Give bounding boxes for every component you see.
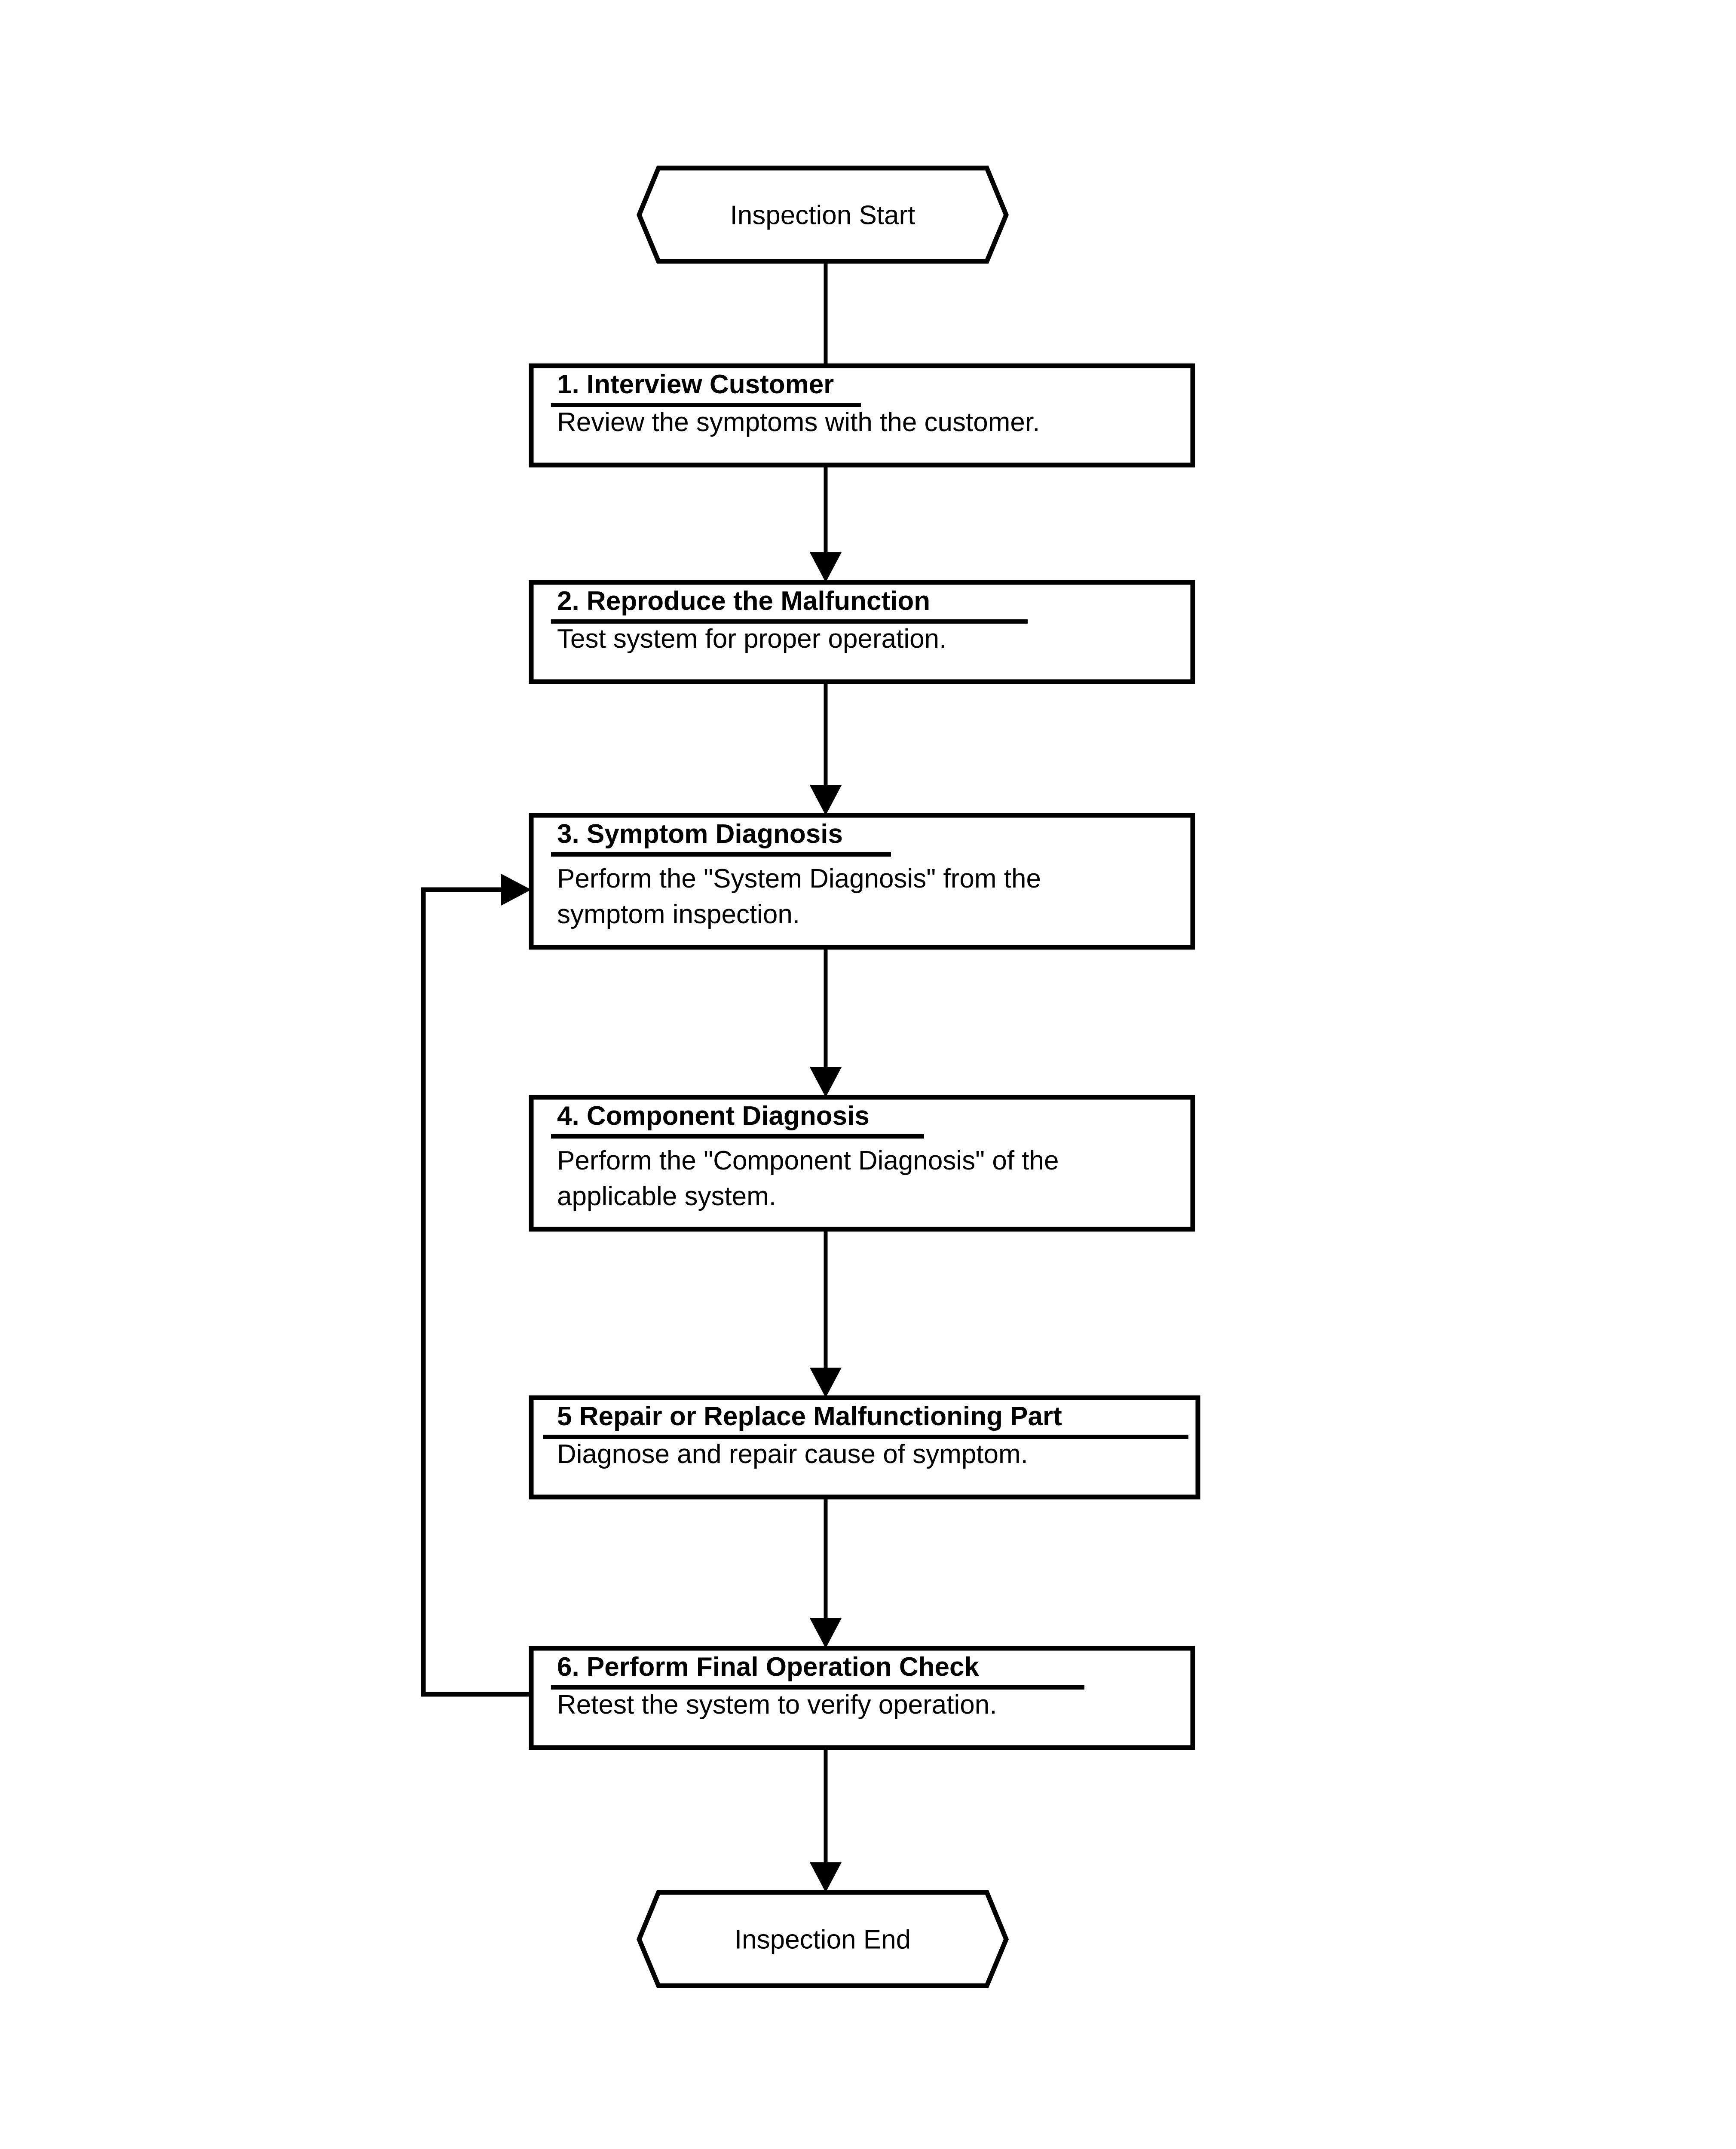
arrowhead-down-icon (810, 1618, 842, 1648)
start-hexagon-shape (637, 165, 1009, 264)
step-5-box (529, 1395, 1200, 1500)
node-step-1[interactable]: 1. Interview Customer Review the symptom… (529, 363, 1195, 468)
step-3-body-line-1: Perform the "System Diagnosis" from the (557, 864, 1041, 894)
connector-step-1-to-step-2 (810, 465, 842, 582)
step-6-title: 6. Perform Final Operation Check (557, 1652, 979, 1682)
connector-feedback-step-6-to-step-3 (421, 874, 531, 1697)
step-4-box (529, 1095, 1195, 1232)
step-2-title: 2. Reproduce the Malfunction (557, 586, 930, 616)
step-4-body-line-1: Perform the "Component Diagnosis" of the (557, 1146, 1059, 1176)
node-step-3[interactable]: 3. Symptom Diagnosis Perform the "System… (529, 813, 1195, 950)
arrowhead-down-icon (810, 1368, 842, 1398)
node-step-2[interactable]: 2. Reproduce the Malfunction Test system… (529, 580, 1195, 684)
step-1-title: 1. Interview Customer (557, 370, 834, 399)
connector-step-3-to-step-4 (810, 947, 842, 1097)
step-6-body-line-1: Retest the system to verify operation. (557, 1690, 997, 1720)
end-label: Inspection End (735, 1925, 911, 1954)
arrowhead-down-icon (810, 1862, 842, 1892)
step-3-title: 3. Symptom Diagnosis (557, 819, 843, 849)
arrowhead-down-icon (810, 785, 842, 815)
start-label: Inspection Start (730, 200, 915, 230)
step-2-body-line-1: Test system for proper operation. (557, 624, 946, 654)
step-4-title: 4. Component Diagnosis (557, 1101, 870, 1131)
connector-step-4-to-step-5 (810, 1229, 842, 1398)
node-step-5[interactable]: 5 Repair or Replace Malfunctioning Part … (529, 1395, 1200, 1500)
node-step-4[interactable]: 4. Component Diagnosis Perform the "Comp… (529, 1095, 1195, 1232)
connector-step-6-to-end (810, 1748, 842, 1892)
connector-step-5-to-step-6 (810, 1497, 842, 1648)
step-4-body-line-2: applicable system. (557, 1182, 776, 1211)
node-start[interactable]: Inspection Start (637, 165, 1009, 264)
feedback-loop-path (421, 887, 531, 1697)
arrowhead-down-icon (810, 1067, 842, 1097)
connector-step-2-to-step-3 (810, 682, 842, 815)
arrowhead-right-icon (501, 874, 531, 906)
arrowhead-down-icon (810, 552, 842, 582)
step-6-box (529, 1646, 1195, 1750)
step-3-box (529, 813, 1195, 950)
step-1-box (529, 363, 1195, 468)
step-3-body-line-2: symptom inspection. (557, 900, 800, 929)
step-2-box (529, 580, 1195, 684)
end-hexagon-shape (637, 1890, 1009, 1988)
step-5-title: 5 Repair or Replace Malfunctioning Part (557, 1402, 1062, 1431)
node-end[interactable]: Inspection End (637, 1890, 1009, 1988)
step-1-body-line-1: Review the symptoms with the customer. (557, 407, 1040, 437)
node-step-6[interactable]: 6. Perform Final Operation Check Retest … (529, 1646, 1195, 1750)
step-5-body-line-1: Diagnose and repair cause of symptom. (557, 1439, 1028, 1469)
